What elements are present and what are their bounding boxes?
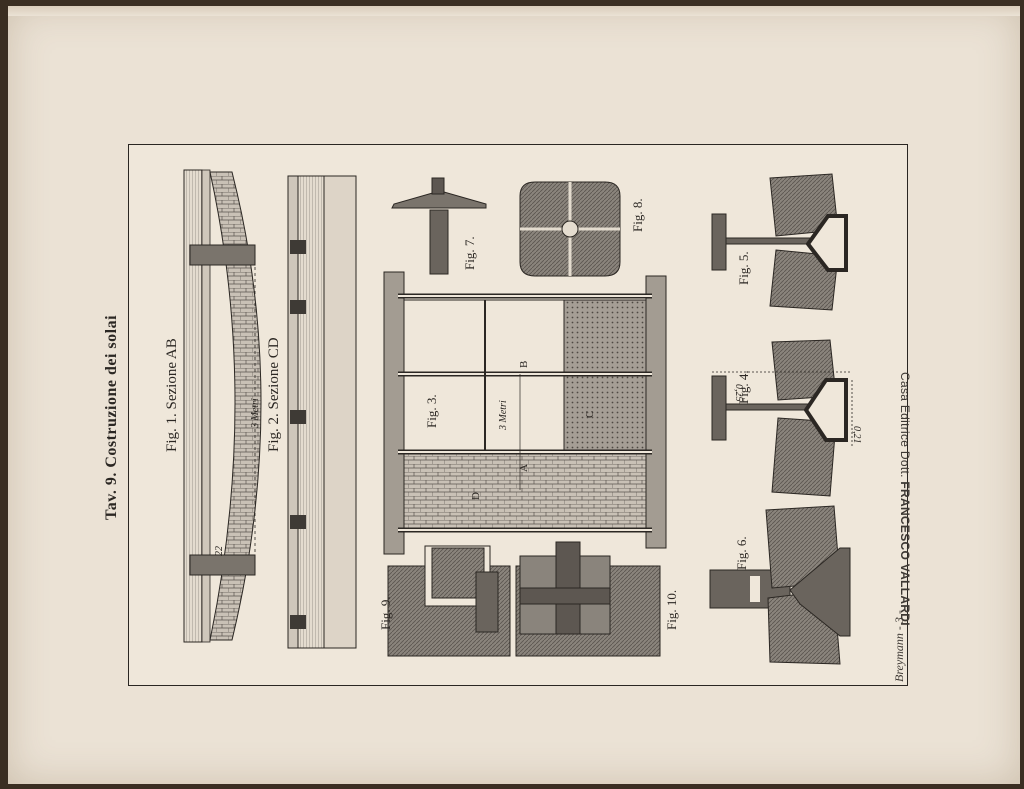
fig4-girder-detail: [711, 339, 853, 497]
fig8-label: Fig. 8.: [630, 198, 645, 232]
span-label-fig3: 3 Metri: [498, 400, 509, 430]
plate-signature: Breymann - 3 -: [892, 610, 906, 682]
letter-a: A: [518, 464, 530, 472]
fig6-label: Fig. 6.: [734, 536, 749, 570]
fig3-floor-plan: [383, 271, 667, 555]
fig1-arch-section: [183, 169, 262, 643]
plate-title: Tav. 9. Costruzione dei solai: [103, 314, 120, 520]
fig10-label: Fig. 10.: [664, 589, 679, 630]
dim-label-b: 0,21: [851, 426, 862, 444]
fig5-girder-detail: [711, 173, 848, 311]
page-edge: [8, 6, 1020, 16]
dim-label-a: 0,25: [733, 384, 744, 402]
fig3-label: Fig. 3.: [424, 394, 439, 428]
letter-d: D: [470, 492, 482, 500]
fig8-cross-joint: [519, 181, 621, 277]
fig2-label: Fig. 2. Sezione CD: [266, 337, 282, 452]
publisher-name: FRANCESCO VALLARDI: [898, 481, 912, 626]
fig5-label: Fig. 5.: [736, 251, 751, 285]
fig7-beam-detail: [391, 177, 487, 275]
fig7-label: Fig. 7.: [462, 236, 477, 270]
span-label-fig1: 3 Metri: [250, 398, 261, 428]
fig6-girder-detail: [709, 505, 851, 665]
fig2-cd-section: [287, 175, 357, 649]
publisher-prefix: Casa Editrice Dott.: [898, 372, 912, 478]
letter-b: B: [518, 360, 530, 368]
fig10-joint-detail: [515, 541, 661, 657]
fig1-label: Fig. 1. Sezione AB: [164, 338, 180, 452]
letter-c: C: [584, 410, 596, 418]
publisher-credit: Casa Editrice Dott. FRANCESCO VALLARDI: [898, 372, 912, 626]
fig9-label: Fig. 9.: [378, 596, 393, 630]
fig9-wall-detail: [387, 545, 511, 657]
mark-label: 22: [214, 546, 225, 556]
